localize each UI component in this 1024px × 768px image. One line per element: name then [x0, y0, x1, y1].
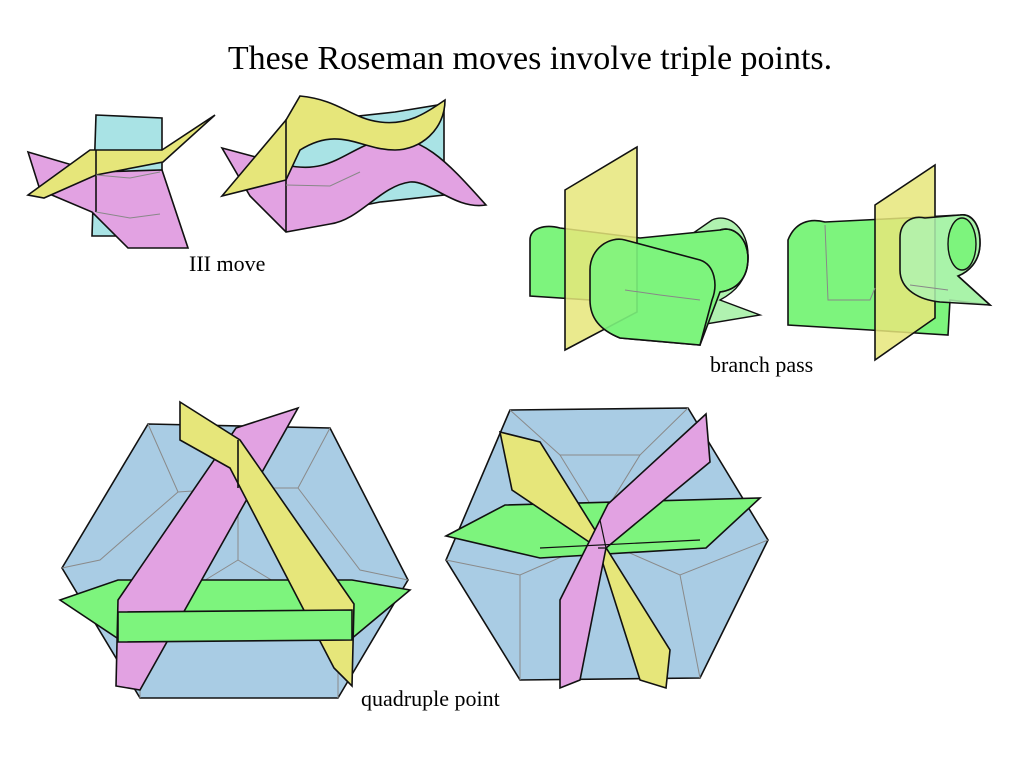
- quadruple-point-before-diagram: [58, 400, 412, 699]
- caption-branch-pass: branch pass: [710, 352, 814, 377]
- caption-quadruple-point: quadruple point: [361, 686, 500, 711]
- iii-move-before-diagram: [26, 114, 216, 249]
- quadruple-point-after-diagram: [443, 407, 769, 690]
- iii-move-after-diagram: [219, 95, 488, 233]
- branch-pass-before-diagram: [529, 145, 763, 352]
- slide-title: These Roseman moves involve triple point…: [227, 40, 833, 77]
- branch-pass-after-diagram: [787, 163, 993, 362]
- caption-iii-move: III move: [189, 251, 266, 276]
